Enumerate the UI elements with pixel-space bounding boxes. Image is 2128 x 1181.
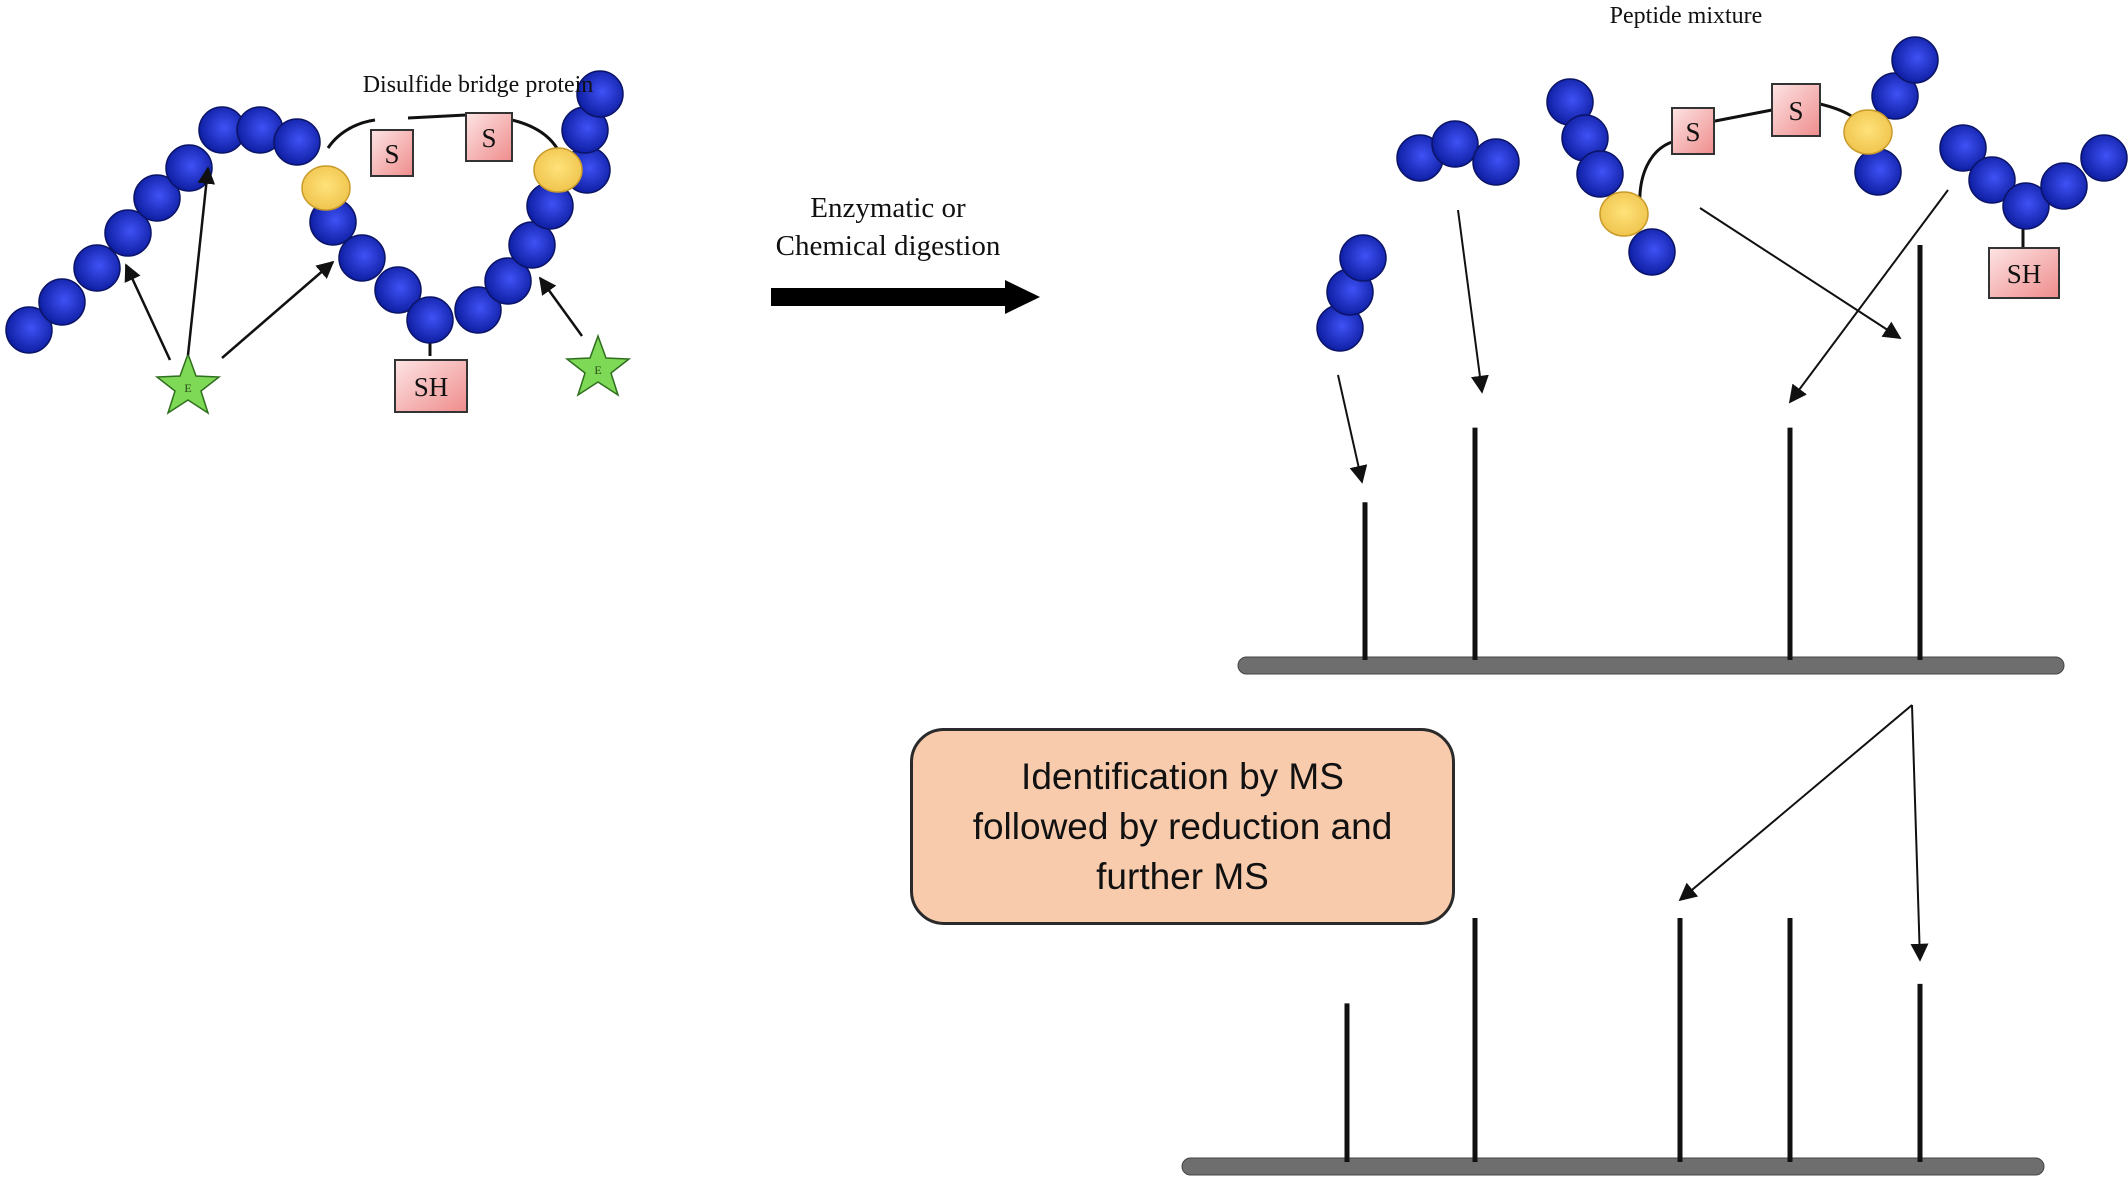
residue-chain bbox=[5, 70, 624, 354]
ms-box-line1: Identification by MS bbox=[1021, 755, 1344, 797]
ms-box-line3: further MS bbox=[1096, 855, 1269, 897]
digestion-label-line1: Enzymatic or bbox=[810, 192, 966, 224]
enzyme-star-icon: E bbox=[564, 333, 632, 397]
reduction-arrow bbox=[1678, 704, 1913, 902]
cleavage-arrow bbox=[538, 276, 584, 337]
peptide-residues bbox=[1316, 36, 2128, 352]
digestion-arrow-icon bbox=[771, 280, 1040, 314]
sulfur-box: S bbox=[1671, 107, 1715, 155]
sulfur-label: S bbox=[1685, 117, 1700, 147]
bottom-spectrum-peaks bbox=[1344, 918, 1923, 1162]
cleavage-arrow bbox=[186, 166, 216, 356]
mixture-title: Peptide mixture bbox=[1610, 3, 1763, 29]
sh-group-box: SH bbox=[1988, 247, 2060, 299]
sulfur-box: S bbox=[370, 129, 414, 177]
cleavage-arrow bbox=[124, 263, 172, 361]
sulfur-box: S bbox=[1771, 83, 1821, 137]
disulfide-bond-curve bbox=[326, 113, 568, 171]
cleavage-arrows bbox=[124, 166, 584, 361]
top-spectrum bbox=[1237, 245, 2065, 675]
reduction-arrow bbox=[1910, 704, 1929, 962]
digestion-label-line2: Chemical digestion bbox=[776, 230, 1001, 262]
cleavage-arrow bbox=[221, 260, 335, 359]
cysteine-residues bbox=[1599, 109, 1893, 237]
intact-protein: S S SH Disulfide bridge protein E E bbox=[5, 70, 632, 415]
sulfur-box: S bbox=[465, 112, 513, 162]
digestion-step: Enzymatic or Chemical digestion bbox=[771, 192, 1040, 314]
enzyme-label: E bbox=[594, 363, 601, 377]
ms-identification-box: Identification by MS followed by reducti… bbox=[910, 728, 1455, 925]
peptide-to-peak-arrows bbox=[1337, 189, 1949, 484]
sh-label: SH bbox=[414, 372, 449, 402]
enzyme-star-icon: E bbox=[154, 351, 222, 415]
peak-arrow bbox=[1788, 189, 1949, 404]
bottom-spectrum-baseline bbox=[1181, 1157, 2045, 1176]
reduction-arrows bbox=[1678, 704, 1929, 962]
peptide-mixture: Peptide mixture bbox=[1316, 3, 2128, 484]
sulfur-label: S bbox=[384, 139, 399, 169]
enzyme-label: E bbox=[184, 381, 191, 395]
ms-box-line2: followed by reduction and bbox=[972, 805, 1393, 847]
top-spectrum-baseline bbox=[1237, 656, 2065, 675]
top-spectrum-peaks bbox=[1362, 245, 1923, 660]
sh-group-box: SH bbox=[394, 359, 468, 413]
cysteine-residues bbox=[301, 147, 583, 211]
peak-arrow bbox=[1337, 374, 1368, 484]
sulfur-label: S bbox=[1788, 96, 1803, 126]
sh-label: SH bbox=[2007, 259, 2042, 289]
bottom-spectrum bbox=[1181, 918, 2045, 1176]
protein-title: Disulfide bridge protein bbox=[363, 72, 594, 98]
peak-arrow bbox=[1699, 207, 1902, 339]
peak-arrow bbox=[1457, 209, 1489, 394]
sulfur-label: S bbox=[481, 123, 496, 153]
